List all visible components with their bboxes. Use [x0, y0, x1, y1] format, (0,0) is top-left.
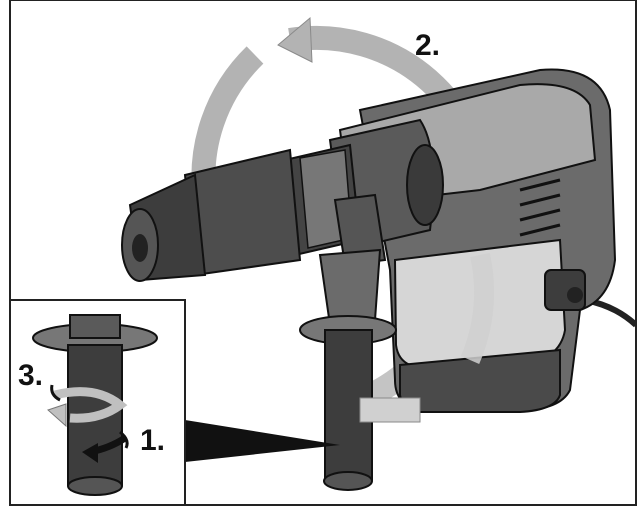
step-2-label: 2. [415, 29, 440, 62]
rotate-arrow-front-segment [460, 252, 495, 364]
drill-illustration [121, 68, 617, 491]
step-3-label: 3. [18, 359, 43, 392]
twist-arrow-icon [47, 384, 128, 428]
step-1-label: 1. [140, 424, 165, 457]
rotate-arrow-tail [359, 397, 421, 423]
callout-pointer [185, 420, 340, 462]
handle-closeup-inset [9, 299, 186, 506]
twist-arrow-icon [82, 430, 129, 463]
